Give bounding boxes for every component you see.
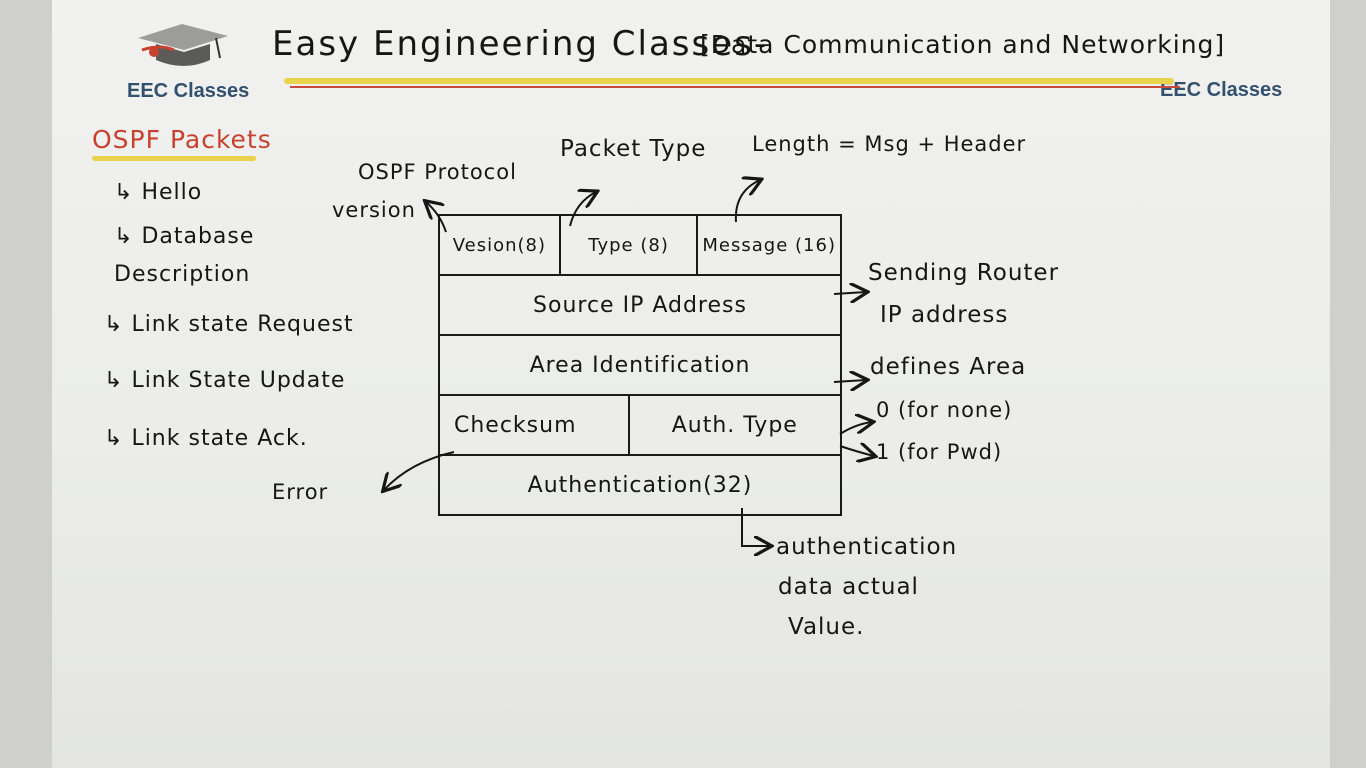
version-field: Vesion(8) bbox=[438, 214, 561, 276]
arrow-authentication bbox=[741, 508, 770, 546]
list-item: Description bbox=[114, 262, 251, 287]
annotation-source-1: Sending Router bbox=[868, 260, 1060, 286]
arrow-error bbox=[384, 451, 455, 490]
authentication-field: Authentication(32) bbox=[438, 454, 842, 516]
arrow-icon: ↳ bbox=[114, 224, 142, 249]
arrow-icon: ↳ bbox=[104, 426, 132, 451]
arrow-version bbox=[426, 202, 447, 233]
annotation-version-top: OSPF Protocol bbox=[358, 160, 517, 184]
title-underline bbox=[290, 86, 1180, 88]
list-item: ↳ Database bbox=[114, 224, 255, 249]
ospf-packets-heading: OSPF Packets bbox=[92, 125, 272, 154]
area-id-field: Area Identification bbox=[438, 334, 842, 396]
heading-highlight bbox=[92, 156, 256, 161]
annotation-source-2: IP address bbox=[880, 302, 1009, 328]
title-highlight bbox=[284, 78, 1174, 84]
brand-right: EEC Classes bbox=[1160, 79, 1283, 101]
graduation-cap-logo bbox=[138, 24, 228, 66]
message-length-field: Message (16) bbox=[696, 214, 842, 276]
arrow-icon: ↳ bbox=[114, 180, 142, 205]
page-subtitle: [Data Communication and Networking] bbox=[700, 30, 1226, 59]
list-item: ↳ Link State Update bbox=[104, 368, 346, 393]
ospf-header-diagram: Vesion(8) Type (8) Message (16) Source I… bbox=[438, 214, 843, 516]
annotation-packet-type: Packet Type bbox=[560, 136, 707, 162]
annotation-auth-3: Value. bbox=[788, 614, 865, 640]
annotation-auth-none: 0 (for none) bbox=[876, 398, 1013, 422]
annotation-length: Length = Msg + Header bbox=[752, 132, 1027, 156]
annotation-version-bottom: version bbox=[332, 198, 416, 222]
arrow-area bbox=[833, 380, 866, 382]
annotation-area: defines Area bbox=[870, 354, 1027, 380]
list-item: ↳ Link state Ack. bbox=[104, 426, 308, 451]
arrow-icon: ↳ bbox=[104, 368, 132, 393]
arrow-icon: ↳ bbox=[104, 312, 132, 337]
arrow-length bbox=[734, 180, 760, 223]
checksum-field: Checksum bbox=[438, 394, 630, 456]
type-field: Type (8) bbox=[558, 214, 699, 276]
list-item: ↳ Hello bbox=[114, 180, 203, 205]
annotation-error: Error bbox=[272, 480, 329, 504]
annotation-auth-pwd: 1 (for Pwd) bbox=[876, 440, 1003, 464]
list-item: ↳ Link state Request bbox=[104, 312, 354, 337]
arrow-auth-pwd bbox=[839, 446, 874, 456]
auth-type-field: Auth. Type bbox=[627, 394, 843, 456]
annotation-auth-1: authentication bbox=[776, 534, 958, 560]
arrow-source bbox=[833, 292, 866, 294]
arrow-auth-none bbox=[839, 422, 872, 435]
annotation-auth-2: data actual bbox=[778, 574, 919, 600]
arrow-type bbox=[569, 192, 596, 227]
brand-left: EEC Classes bbox=[127, 80, 250, 102]
source-ip-field: Source IP Address bbox=[438, 274, 842, 336]
page-title: Easy Engineering Classes- bbox=[272, 24, 769, 64]
